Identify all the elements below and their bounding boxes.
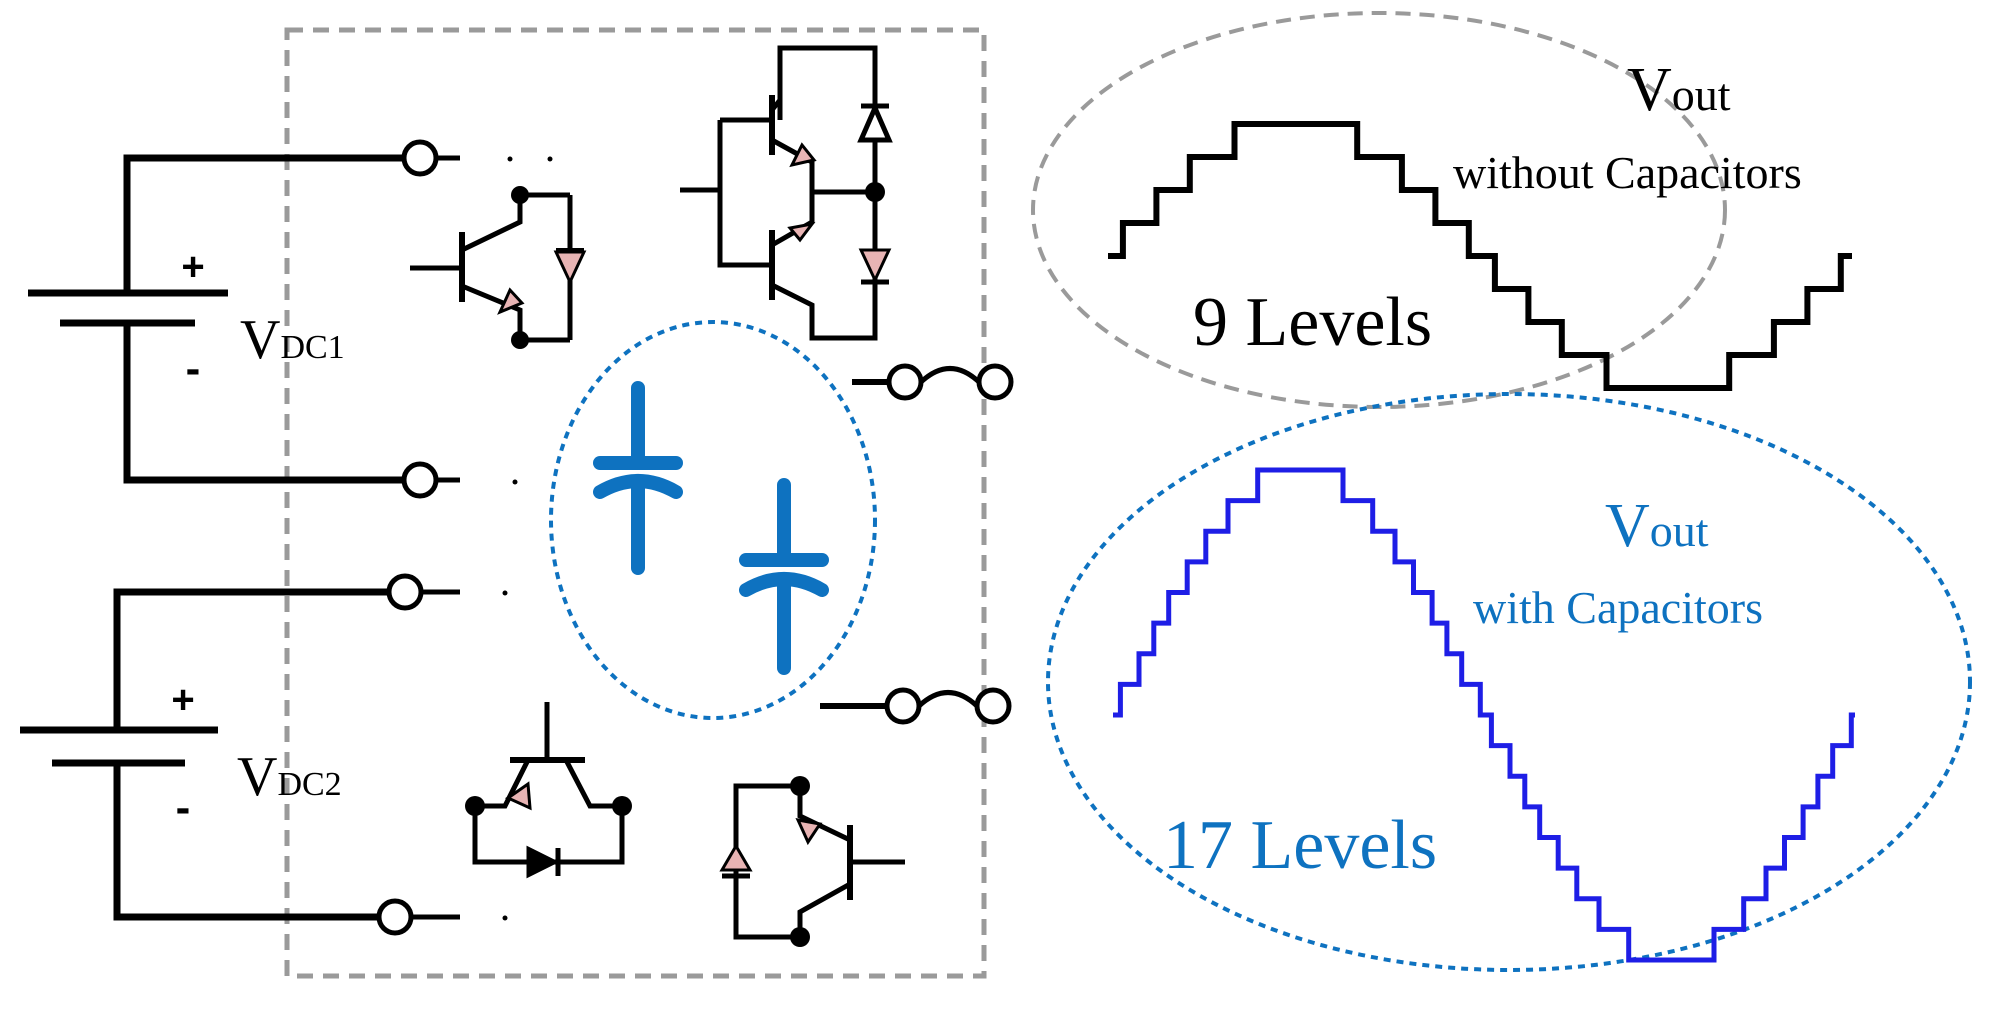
dc-source-1: + - VDC1 — [28, 139, 553, 499]
terminal-icon — [376, 898, 414, 936]
terminal-icon — [386, 573, 424, 611]
dc1-plus-sign: + — [181, 245, 204, 289]
vout-top-subtitle: without Capacitors — [1453, 147, 1802, 198]
dc1-minus-sign: - — [186, 344, 201, 393]
waveform-9-levels — [1108, 121, 1852, 391]
igbt-switch-icon — [410, 186, 587, 349]
waveform-17-levels — [1113, 467, 1855, 963]
output-terminal-bottom — [820, 687, 1012, 725]
vout-top-title: Vout — [1627, 56, 1731, 124]
dc2-minus-sign: - — [176, 783, 191, 832]
levels-9-label: 9 Levels — [1193, 284, 1432, 361]
igbt-switch-icon — [465, 702, 632, 879]
dual-igbt-switch-icon — [680, 45, 893, 341]
dc2-plus-sign: + — [171, 678, 194, 722]
dc-source-2: + - VDC2 — [20, 573, 508, 936]
capacitor-group-highlight — [549, 320, 877, 720]
output-terminal-top — [852, 363, 1014, 401]
vout-bottom-title: Vout — [1605, 492, 1709, 560]
capacitor-icon — [739, 478, 829, 675]
capacitor-icon — [593, 381, 683, 575]
vout-bottom-subtitle: with Capacitors — [1473, 582, 1763, 633]
terminal-icon — [401, 461, 439, 499]
igbt-switch-icon — [719, 776, 905, 947]
dc2-label: VDC2 — [237, 746, 342, 808]
waveform-bottom-highlight — [1046, 392, 1972, 972]
levels-17-label: 17 Levels — [1163, 807, 1437, 884]
converter-enclosure — [284, 27, 987, 979]
dc1-label: VDC1 — [240, 309, 345, 371]
terminal-icon — [401, 139, 439, 177]
